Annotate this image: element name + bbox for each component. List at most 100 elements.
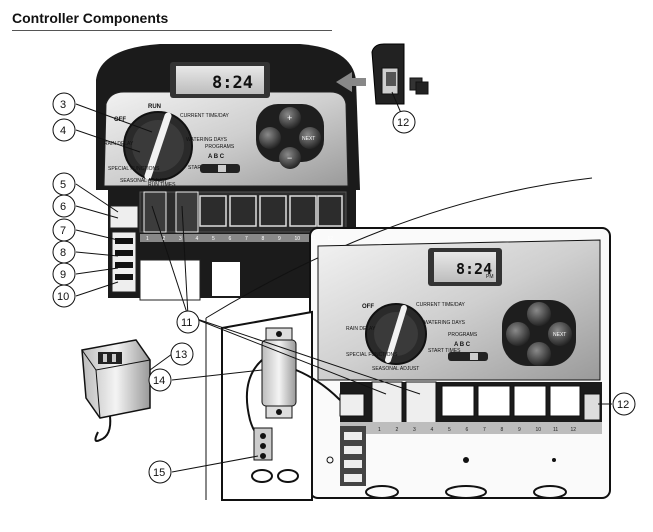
dial-pointer bbox=[144, 112, 172, 180]
ac-conduit-2 bbox=[277, 469, 299, 483]
top-dial[interactable] bbox=[123, 111, 193, 181]
zone-number: 6 bbox=[229, 236, 232, 242]
bottom-lcd-time: 8:24 bbox=[456, 260, 492, 278]
bottom-lcd bbox=[434, 252, 496, 282]
bottom-minus-button[interactable] bbox=[527, 342, 551, 366]
callout-4: 4 bbox=[52, 118, 76, 142]
knockout-1 bbox=[365, 485, 399, 499]
svg-text:4: 4 bbox=[60, 125, 66, 137]
dial-label-rain-delay: RAIN DELAY bbox=[104, 141, 134, 147]
callout-14: 14 bbox=[148, 368, 172, 392]
callout-6: 6 bbox=[52, 194, 76, 218]
svg-text:7: 7 bbox=[60, 225, 66, 237]
zone-number-strip bbox=[140, 234, 346, 242]
callout-12-bottom: 12 bbox=[612, 392, 636, 416]
zone-number: 7 bbox=[483, 427, 486, 433]
zone-number: 8 bbox=[262, 236, 265, 242]
dial-label-current-time: CURRENT TIME/DAY bbox=[180, 113, 230, 119]
bottom-next-button[interactable] bbox=[548, 322, 572, 346]
zone-number: 3 bbox=[179, 236, 182, 242]
callout-7: 7 bbox=[52, 218, 76, 242]
top-next-button[interactable] bbox=[299, 127, 321, 149]
zone-number: 1 bbox=[146, 236, 149, 242]
bottom-dial-special: SPECIAL FUNCTIONS bbox=[346, 352, 398, 358]
programs-letters: A B C bbox=[208, 154, 225, 160]
knockout-2 bbox=[445, 485, 487, 499]
wiring-cutout-left bbox=[139, 259, 201, 301]
zone-number: 7 bbox=[245, 236, 248, 242]
bottom-next-label: NEXT bbox=[553, 332, 566, 338]
leader-lines bbox=[75, 91, 612, 473]
bottom-dial-start: START TIMES bbox=[428, 348, 461, 354]
plug-in-transformer bbox=[81, 339, 151, 442]
zone-number: 9 bbox=[518, 427, 521, 433]
zone-number: 5 bbox=[448, 427, 451, 433]
top-minus-label: − bbox=[287, 153, 292, 163]
zone-number: 1 bbox=[378, 427, 381, 433]
program-switch-knob[interactable] bbox=[218, 165, 226, 172]
svg-text:14: 14 bbox=[153, 375, 165, 387]
wiring-cutout-mid bbox=[212, 262, 240, 296]
svg-text:11: 11 bbox=[181, 317, 192, 329]
zone-number: 3 bbox=[413, 427, 416, 433]
bottom-lcd-pm: PM bbox=[486, 274, 494, 280]
page-title: Controller Components bbox=[12, 10, 169, 26]
bottom-reset-area bbox=[339, 393, 365, 417]
callout-12-top: 12 bbox=[392, 110, 416, 134]
bottom-slot-covers bbox=[441, 385, 581, 417]
callout-9: 9 bbox=[52, 262, 76, 286]
dial-label-special: SPECIAL FUNCTIONS bbox=[108, 166, 160, 172]
bottom-manual-start-button[interactable] bbox=[506, 322, 530, 346]
bottom-dial[interactable] bbox=[365, 303, 427, 365]
svg-text:6: 6 bbox=[60, 201, 66, 213]
bottom-common-screws bbox=[344, 432, 362, 482]
top-lcd-time: 8:24 bbox=[212, 73, 253, 93]
dial-label-run: RUN bbox=[148, 104, 161, 110]
callout-15: 15 bbox=[148, 460, 172, 484]
bottom-zone-strip bbox=[340, 422, 602, 434]
zone-number: 2 bbox=[163, 236, 166, 242]
door-edge bbox=[205, 177, 593, 319]
svg-text:5: 5 bbox=[60, 179, 66, 191]
zone-number: 11 bbox=[311, 236, 316, 242]
callout-5: 5 bbox=[52, 172, 76, 196]
top-manual-start-button[interactable] bbox=[259, 127, 281, 149]
bottom-program-switch[interactable] bbox=[448, 352, 488, 361]
svg-text:12: 12 bbox=[617, 399, 629, 411]
terminal-screws bbox=[115, 238, 133, 280]
knockout-3 bbox=[533, 485, 567, 499]
insert-arrow bbox=[336, 72, 366, 92]
bottom-dial-seasonal: SEASONAL ADJUST bbox=[372, 366, 419, 372]
module-slot-outlines bbox=[199, 195, 343, 227]
title-underline bbox=[12, 30, 332, 31]
mount-hole bbox=[463, 457, 469, 463]
svg-text:13: 13 bbox=[175, 349, 187, 361]
zone-number: 6 bbox=[466, 427, 469, 433]
dial-label-run-times: RUN TIMES bbox=[148, 182, 176, 188]
bottom-programs-letters: A B C bbox=[454, 342, 471, 348]
bottom-program-switch-knob[interactable] bbox=[470, 353, 478, 360]
bottom-plus-button[interactable] bbox=[527, 302, 551, 326]
ac-conduit-1 bbox=[251, 469, 273, 483]
zone-number: 4 bbox=[196, 236, 199, 242]
top-plus-button[interactable] bbox=[279, 107, 301, 129]
zone-number: 12 bbox=[328, 236, 334, 242]
module-1 bbox=[143, 191, 167, 233]
zone-number: 9 bbox=[278, 236, 281, 242]
zone-number: 12 bbox=[571, 427, 577, 433]
top-minus-button[interactable] bbox=[279, 147, 301, 169]
callouts: 3 4 5 6 7 8 9 10 11 12 12 13 14 15 bbox=[52, 92, 636, 484]
svg-text:15: 15 bbox=[153, 467, 165, 479]
bottom-dial-rain-delay: RAIN DELAY bbox=[346, 326, 376, 332]
callout-13: 13 bbox=[170, 342, 194, 366]
zone-number: 2 bbox=[396, 427, 399, 433]
svg-text:3: 3 bbox=[60, 99, 66, 111]
top-button-cluster: + NEXT − bbox=[256, 104, 324, 169]
programs-label: PROGRAMS bbox=[205, 144, 235, 150]
top-lcd bbox=[176, 66, 264, 94]
svg-text:8: 8 bbox=[60, 247, 66, 259]
bottom-dial-current-time: CURRENT TIME/DAY bbox=[416, 302, 466, 308]
